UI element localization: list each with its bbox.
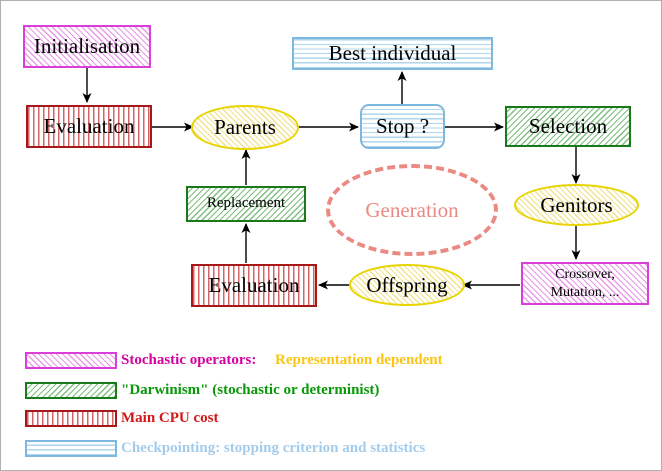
- node-crossover-mutation[interactable]: Crossover, Mutation, ...: [521, 262, 649, 305]
- node-stop[interactable]: Stop ?: [360, 104, 445, 149]
- legend-row: Stochastic operators: Representation dep…: [1, 347, 661, 373]
- node-offspring-label: Offspring: [366, 272, 448, 297]
- node-selection-label: Selection: [528, 114, 608, 139]
- node-evaluation-bottom[interactable]: Evaluation: [191, 264, 317, 307]
- legend-swatch-darwinism: [25, 382, 117, 399]
- node-crossover-mutation-label: Crossover, Mutation, ...: [550, 267, 620, 300]
- legend-row: Checkpointing: stopping criterion and st…: [1, 435, 661, 461]
- legend: Stochastic operators: Representation dep…: [1, 341, 661, 466]
- node-initialisation-label: Initialisation: [33, 34, 141, 59]
- legend-label-main-cpu-cost: Main CPU cost: [121, 409, 219, 426]
- node-parents[interactable]: Parents: [191, 105, 299, 150]
- legend-row: "Darwinism" (stochastic or determinist): [1, 377, 661, 403]
- node-genitors-label: Genitors: [540, 192, 613, 217]
- node-replacement[interactable]: Replacement: [186, 186, 306, 222]
- node-initialisation[interactable]: Initialisation: [23, 25, 151, 68]
- node-evaluation-top[interactable]: Evaluation: [26, 105, 152, 148]
- node-best-individual[interactable]: Best individual: [292, 37, 493, 70]
- node-parents-label: Parents: [214, 115, 276, 140]
- legend-row: Main CPU cost: [1, 405, 661, 431]
- node-evaluation-top-label: Evaluation: [43, 114, 135, 139]
- legend-label-representation-dependent: Representation dependent: [275, 351, 443, 368]
- legend-swatch-checkpointing: [25, 440, 117, 457]
- legend-label-darwinism: "Darwinism" (stochastic or determinist): [121, 381, 380, 398]
- legend-swatch-main-cpu-cost: [25, 410, 117, 427]
- node-offspring[interactable]: Offspring: [349, 264, 465, 306]
- node-selection[interactable]: Selection: [505, 106, 631, 147]
- node-evaluation-bottom-label: Evaluation: [208, 273, 300, 298]
- legend-label-checkpointing: Checkpointing: stopping criterion and st…: [121, 439, 426, 456]
- node-generation-label: Generation: [365, 197, 459, 222]
- node-stop-label: Stop ?: [375, 114, 430, 139]
- legend-swatch-stochastic-operators: [25, 352, 117, 369]
- node-best-individual-label: Best individual: [328, 41, 457, 66]
- node-generation: Generation: [326, 164, 498, 256]
- legend-label-stochastic-operators: Stochastic operators:: [121, 351, 257, 368]
- node-replacement-label: Replacement: [206, 195, 286, 212]
- node-genitors[interactable]: Genitors: [514, 184, 639, 226]
